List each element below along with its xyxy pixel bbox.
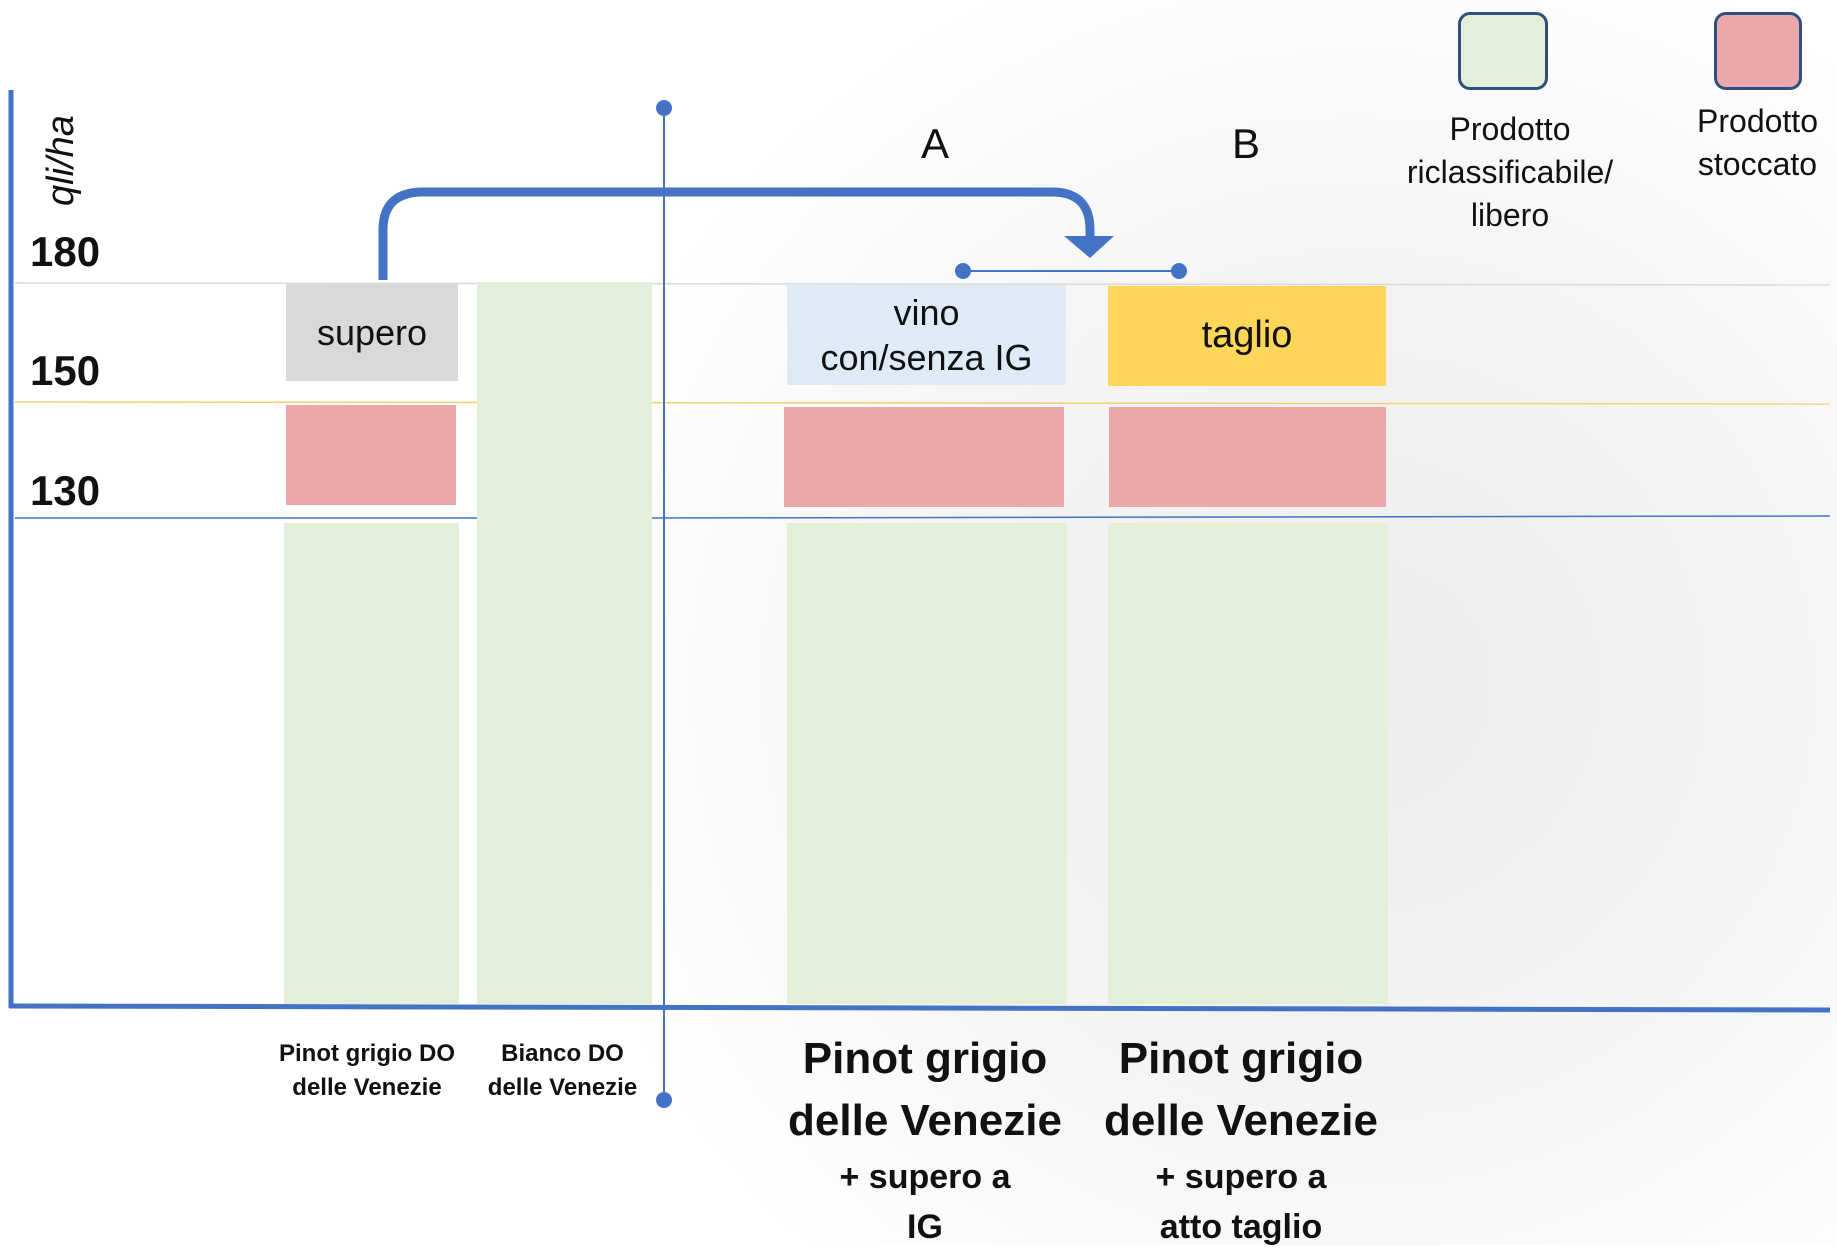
category-bianco-do-line1: Bianco DO: [501, 1040, 624, 1067]
legend-green-text: Prodotto riclassificabile/ libero: [1380, 108, 1640, 238]
line-150: [14, 401, 1831, 405]
category-pinot-do: Pinot grigio DO delle Venezie: [262, 1037, 472, 1104]
vino-line1: vino: [893, 292, 960, 333]
option-a-label: A: [920, 120, 949, 167]
legend-red-line1: Prodotto: [1697, 103, 1818, 139]
stored-block-1: [286, 405, 456, 505]
taglio-label: taglio: [1201, 314, 1293, 357]
separator-bottom-dot: [656, 1092, 672, 1108]
category-pinot-do-line1: Pinot grigio DO: [279, 1040, 455, 1067]
stored-block-a: [784, 407, 1064, 507]
tick-130: 130: [30, 467, 101, 514]
line-130-right: [651, 515, 1831, 519]
free-block-2: [477, 282, 652, 1004]
tick-180: 180: [30, 228, 101, 275]
category-pinot-do-line2: delle Venezie: [292, 1073, 442, 1101]
category-pinot-b-line4: atto taglio: [1159, 1208, 1323, 1246]
tick-150: 150: [30, 347, 101, 394]
category-pinot-a: Pinot grigio delle Venezie + supero a IG: [770, 1028, 1080, 1252]
free-block-b: [1108, 523, 1388, 1004]
x-axis: [8, 1003, 1831, 1013]
category-pinot-a-line3: + supero a: [839, 1158, 1011, 1196]
arrow-head: [1064, 236, 1114, 258]
category-pinot-a-line4: IG: [907, 1208, 943, 1246]
category-pinot-a-line1: Pinot grigio: [802, 1034, 1048, 1083]
legend-green-line1: Prodotto: [1449, 111, 1571, 147]
y-axis-label: qli/ha: [40, 115, 82, 206]
free-block-1: [284, 523, 459, 1004]
taglio-box: taglio: [1108, 286, 1386, 386]
legend-green-swatch: [1458, 12, 1548, 90]
vino-box: vino con/senza IG: [787, 285, 1066, 385]
legend-red-text: Prodotto stoccato: [1680, 100, 1835, 186]
ab-dot-left: [955, 263, 971, 279]
category-pinot-b-line2: delle Venezie: [1104, 1096, 1378, 1145]
category-pinot-a-line2: delle Venezie: [788, 1096, 1062, 1145]
legend-green-line2: riclassificabile/: [1406, 154, 1614, 191]
ab-dot-right: [1171, 263, 1187, 279]
curved-arrow: [378, 187, 1095, 280]
category-pinot-b: Pinot grigio delle Venezie + supero a at…: [1086, 1028, 1396, 1252]
option-b-label: B: [1231, 120, 1260, 167]
category-bianco-do-line2: delle Venezie: [487, 1073, 638, 1101]
legend-red-line2: stoccato: [1697, 146, 1818, 183]
legend-red-swatch: [1714, 12, 1802, 90]
category-pinot-b-line3: + supero a: [1155, 1158, 1327, 1196]
supero-box: supero: [286, 283, 458, 381]
category-bianco-do: Bianco DO delle Venezie: [470, 1037, 655, 1104]
supero-label: supero: [316, 311, 428, 353]
free-block-a: [787, 523, 1067, 1004]
stored-block-b: [1109, 407, 1386, 507]
vino-line2: con/senza IG: [820, 337, 1033, 378]
category-pinot-b-line1: Pinot grigio: [1118, 1034, 1364, 1083]
legend-green-line3: libero: [1470, 197, 1550, 234]
separator-top-dot: [656, 100, 672, 116]
